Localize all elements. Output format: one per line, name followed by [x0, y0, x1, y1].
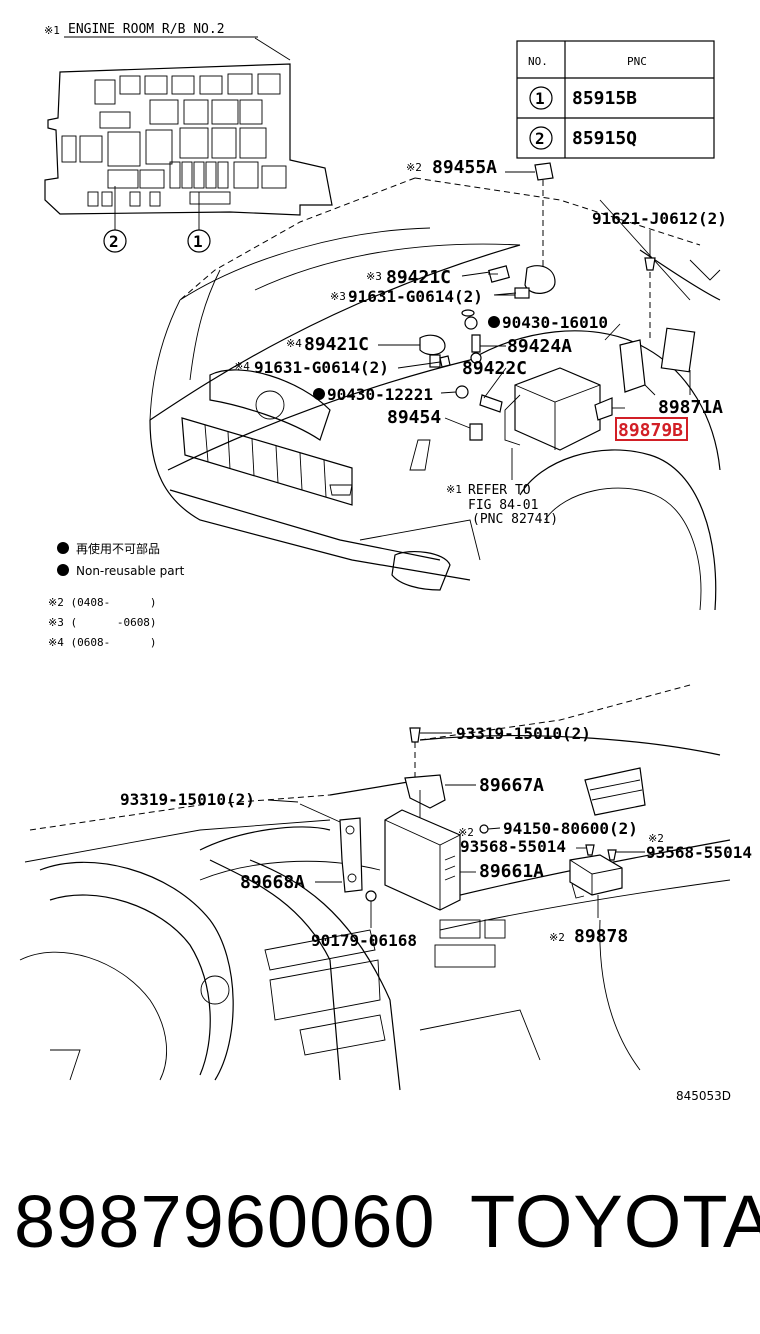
- label-89455A: 89455A: [432, 157, 497, 178]
- figure-code: 845053D: [676, 1089, 731, 1103]
- part-number-caption: 8987960060: [14, 1180, 436, 1263]
- label-89454: 89454: [387, 407, 441, 428]
- pnc-table-header-no: NO.: [528, 55, 548, 68]
- refer-line-2: FIG 84-01: [468, 498, 538, 513]
- label-90430-16010: 90430-16010: [502, 313, 608, 332]
- bottom-parts: [299, 727, 623, 928]
- pnc-row-2-value: 85915Q: [572, 128, 637, 149]
- engine-room-mark: ※1: [44, 24, 60, 37]
- engine-room-relay-block-inset: ※1 ENGINE ROOM R/B NO.2: [44, 22, 333, 253]
- label-89455A-mark: ※2: [406, 161, 422, 174]
- label-89871A: 89871A: [658, 397, 723, 418]
- legend: 再使用不可部品 Non-reusable part ※2 (0408- ) ※3…: [48, 541, 185, 649]
- bottom-part-labels: 93319-15010(2) 89667A 93319-15010(2) ※2 …: [120, 724, 752, 1103]
- callout-2-circle: [103, 229, 127, 253]
- label-93568-55014-right: 93568-55014: [646, 843, 752, 862]
- label-89878: 89878: [574, 926, 628, 947]
- engine-room-label: ENGINE ROOM R/B NO.2: [68, 22, 225, 37]
- label-89878-mark: ※2: [549, 931, 565, 944]
- vehicle-front-drawing: [149, 177, 721, 611]
- label-89424A: 89424A: [507, 336, 572, 357]
- highlight-box-89879B: [615, 417, 688, 441]
- label-91621-J0612: 91621-J0612(2): [592, 209, 727, 228]
- label-93568-55014-left: 93568-55014: [460, 837, 566, 856]
- label-94150-80600: 94150-80600(2): [503, 819, 638, 838]
- refer-line-1: REFER TO: [468, 483, 531, 498]
- pnc-row-1-value: 85915B: [572, 88, 637, 109]
- label-93319-15010-left: 93319-15010(2): [120, 790, 255, 809]
- label-89421C-mid: 89421C: [304, 334, 369, 355]
- pnc-row-2-no: 2: [535, 129, 545, 148]
- label-89667A: 89667A: [479, 775, 544, 796]
- refer-line-3: (PNC 82741): [472, 512, 558, 527]
- dashboard-drawing: [19, 684, 731, 1091]
- pnc-table-header-pnc: PNC: [627, 55, 647, 68]
- label-93568-b-mark: ※2: [648, 832, 664, 845]
- brand-caption: TOYOTA: [470, 1180, 760, 1263]
- note-2-date-range: ※2 (0408- ): [48, 596, 157, 609]
- legend-text-jp: 再使用不可部品: [76, 541, 160, 556]
- callout-2-number: 2: [109, 232, 119, 251]
- legend-dot-jp: [57, 542, 69, 554]
- label-89421C-mid-mark: ※4: [286, 337, 302, 350]
- refer-mark: ※1: [446, 483, 462, 496]
- top-leader-lines: [378, 271, 621, 429]
- label-91631-G0614-mid: 91631-G0614(2): [254, 358, 389, 377]
- label-89661A: 89661A: [479, 861, 544, 882]
- label-89422C: 89422C: [462, 358, 527, 379]
- label-91631-G0614-top: 91631-G0614(2): [348, 287, 483, 306]
- legend-dot-en: [57, 564, 69, 576]
- bottom-leader-lines: [267, 732, 645, 918]
- label-93319-15010-top: 93319-15010(2): [456, 724, 591, 743]
- engine-parts: [329, 162, 696, 496]
- legend-text-en: Non-reusable part: [76, 564, 185, 578]
- note-3-date-range: ※3 ( -0608): [48, 616, 157, 629]
- label-91631-mid-mark: ※4: [234, 360, 250, 373]
- non-reusable-dot-90430-16010: [488, 316, 500, 328]
- label-89668A: 89668A: [240, 872, 305, 893]
- label-89421C-top: 89421C: [386, 267, 451, 288]
- label-90179-06168: 90179-06168: [311, 931, 417, 950]
- label-89421C-top-mark: ※3: [366, 270, 382, 283]
- non-reusable-dot-90430-12221: [313, 388, 325, 400]
- pnc-table: NO. PNC 1 85915B 2 85915Q: [516, 40, 715, 159]
- label-89879B-highlighted: 89879B: [618, 420, 683, 441]
- callout-1-circle: [187, 229, 211, 253]
- top-part-labels: ※2 89455A 91621-J0612(2) ※3 89421C ※3 91…: [234, 157, 727, 527]
- label-94150-mark: ※2: [458, 826, 474, 839]
- label-90430-12221: 90430-12221: [327, 385, 433, 404]
- note-4-date-range: ※4 (0608- ): [48, 636, 157, 649]
- label-91631-top-mark: ※3: [330, 290, 346, 303]
- callout-1-number: 1: [193, 232, 203, 251]
- pnc-row-1-no: 1: [535, 89, 545, 108]
